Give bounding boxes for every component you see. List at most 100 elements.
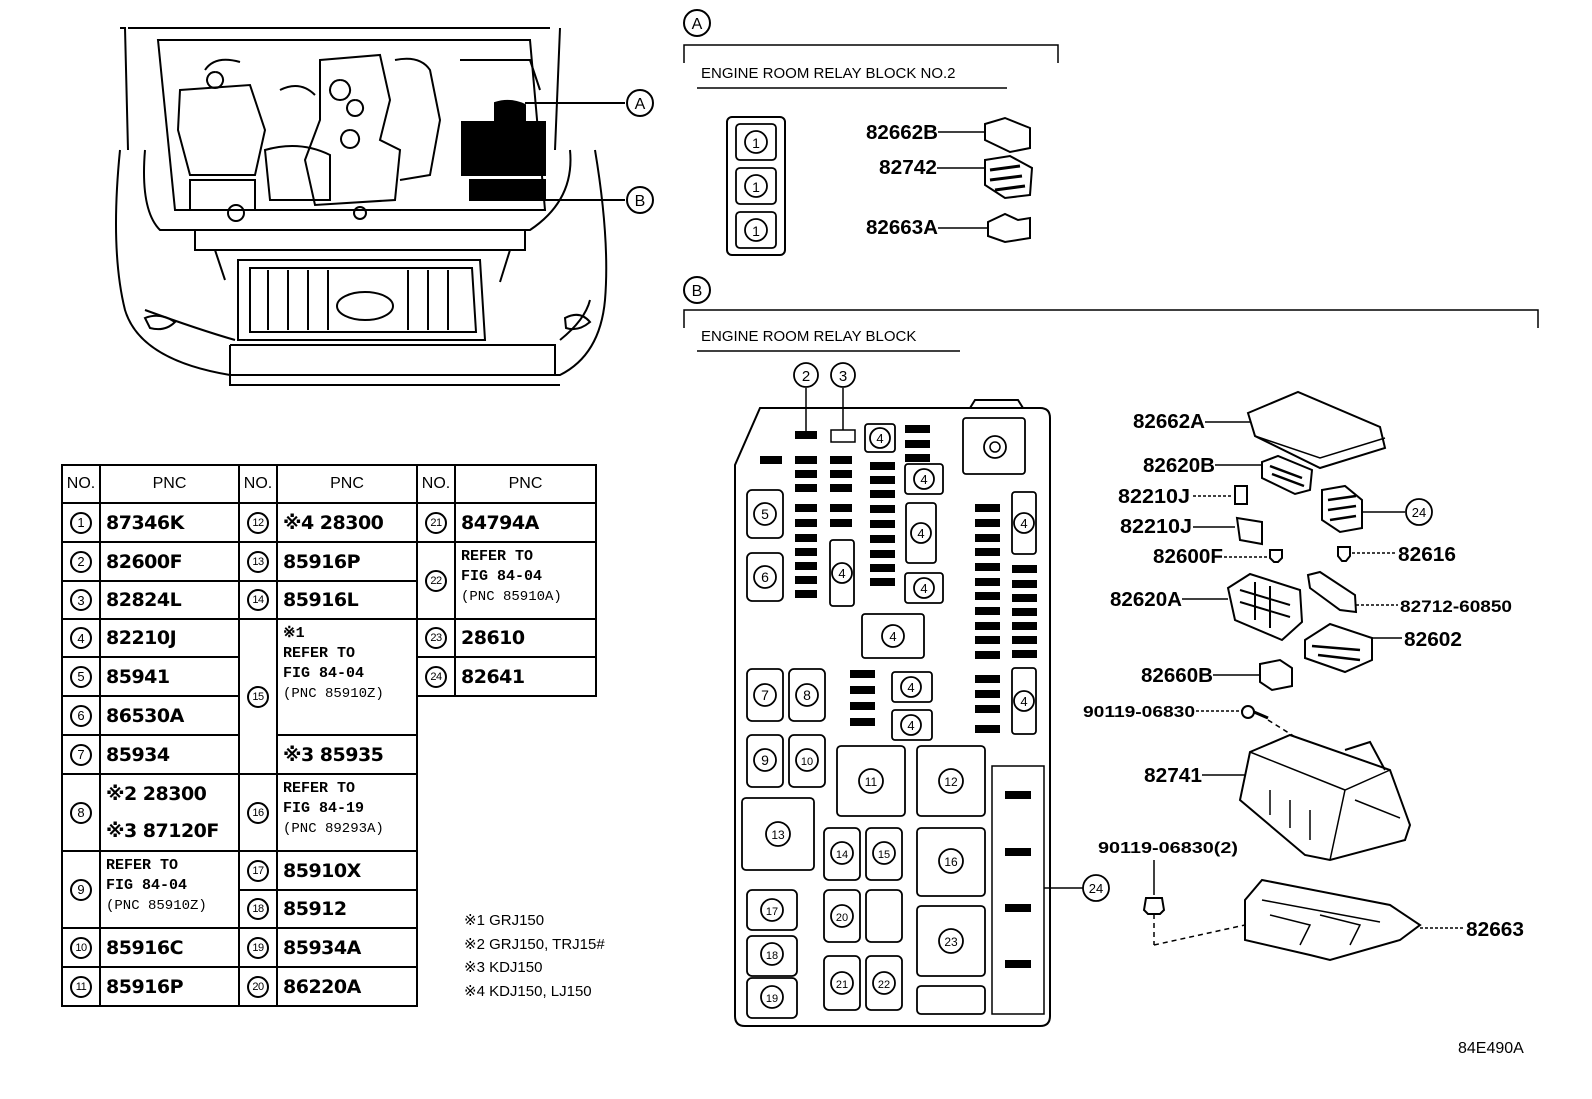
table-row: 17 [238, 850, 278, 891]
section-b-title: ENGINE ROOM RELAY BLOCK [701, 328, 916, 345]
svg-text:1: 1 [752, 223, 760, 239]
screw-icon [1241, 705, 1255, 719]
table-row: 5 [61, 656, 101, 697]
svg-text:4: 4 [907, 680, 914, 695]
part-82600F-label: 82600F [1153, 546, 1223, 568]
pnc-cell: ※3 85935 [276, 734, 418, 775]
svg-text:4: 4 [838, 566, 845, 581]
block-number-5: 5 [753, 502, 777, 526]
svg-text:1: 1 [752, 179, 760, 195]
exploded-parts: 82662A 82620B 24 82210J 82210J 82600F 82… [1083, 390, 1524, 962]
table-row: 8 [61, 773, 101, 852]
block-number-6: 6 [753, 565, 777, 589]
part-82620B-label: 82620B [1143, 455, 1215, 477]
bracket-82663-icon [1244, 878, 1422, 962]
table-row: 21 [416, 502, 456, 543]
table-row: 3 [61, 580, 101, 620]
svg-text:20: 20 [836, 912, 848, 924]
svg-text:4: 4 [920, 581, 927, 596]
bracket-82712-icon [1306, 570, 1358, 614]
note-3: ※3 KDJ150 [464, 959, 543, 976]
block-number-4: 4 [900, 676, 922, 698]
svg-text:13: 13 [771, 828, 785, 842]
svg-text:4: 4 [920, 472, 927, 487]
pnc-cell: 85934A [276, 927, 418, 968]
svg-text:5: 5 [761, 506, 769, 522]
col2-header-pnc: PNC [276, 464, 418, 504]
block-number-19: 19 [760, 985, 784, 1009]
pnc-cell: ※3 87120F [99, 812, 240, 852]
table-row: 1 [61, 502, 101, 543]
table-row: 24 [416, 656, 456, 697]
col3-header-no: NO. [416, 464, 456, 504]
part-82662B-label: 82662B [866, 122, 938, 144]
section-a-marker: A [692, 16, 703, 33]
pnc-cell: 86220A [276, 966, 418, 1007]
block-number-4: 4 [910, 522, 932, 544]
svg-text:3: 3 [839, 368, 847, 385]
table-row: 19 [238, 927, 278, 968]
block-numbers: 2 3 4 4 4 4 4 4 4 4 4 4 5 6 7 8 9 10 11 … [753, 362, 1110, 1009]
block-number-3: 3 [830, 362, 856, 388]
svg-text:8: 8 [803, 687, 811, 703]
note-2: ※2 GRJ150, TRJ15# [464, 935, 605, 953]
bolt-icon [1142, 897, 1166, 915]
callout-a-main: A [626, 89, 654, 117]
part-82602-label: 82602 [1404, 629, 1462, 651]
svg-text:2: 2 [802, 368, 810, 385]
svg-text:17: 17 [766, 906, 778, 918]
block-82620A-icon [1226, 572, 1304, 642]
part-82616-label: 82616 [1398, 544, 1456, 566]
section-a: A ENGINE ROOM RELAY BLOCK NO.2 1 1 1 826… [683, 9, 1059, 256]
table-row: 20 [238, 966, 278, 1007]
pnc-cell: ※2 28300 [99, 773, 240, 814]
part-82741-label: 82741 [1144, 765, 1202, 787]
block-number-4: 4 [869, 427, 891, 449]
block-number-2: 2 [793, 362, 819, 388]
table-row: 4 [61, 618, 101, 658]
block-number-20: 20 [830, 904, 854, 928]
block-number-7: 7 [753, 683, 777, 707]
fuse-82210J-icon [1234, 485, 1248, 505]
part-90119-06830-label: 90119-06830 [1083, 704, 1195, 721]
model-notes: ※1 GRJ150 ※2 GRJ150, TRJ15# ※3 KDJ150 ※4… [464, 909, 605, 1003]
engine-bay-illustration [115, 27, 625, 386]
callout-24: 24 [1412, 505, 1426, 520]
svg-text:10: 10 [801, 756, 813, 768]
table-row: 15 [238, 618, 278, 775]
section-b-marker: B [692, 283, 703, 300]
pnc-reference-cell: REFER TO FIG 84-19 (PNC 89293A) [276, 773, 418, 852]
svg-text:24: 24 [1089, 881, 1103, 896]
block-number-11: 11 [858, 768, 884, 794]
pnc-cell: 82600F [99, 541, 240, 582]
svg-text:4: 4 [1020, 694, 1027, 709]
block-number-17: 17 [760, 898, 784, 922]
col1-header-no: NO. [61, 464, 101, 504]
holder-82663A-icon [987, 212, 1031, 244]
figure-code: 84E490A [1458, 1040, 1524, 1057]
svg-text:7: 7 [761, 687, 769, 703]
col2-header-no: NO. [238, 464, 278, 504]
svg-text:6: 6 [761, 569, 769, 585]
table-row: 11 [61, 966, 101, 1007]
svg-text:1: 1 [752, 135, 760, 151]
table-row: 7 [61, 734, 101, 775]
block-number-12: 12 [938, 768, 964, 794]
table-row: 9 [61, 850, 101, 929]
relay-82660B-icon [1259, 658, 1293, 692]
callout-b-label: B [635, 193, 646, 210]
block-number-21: 21 [830, 971, 854, 995]
block-number-4: 4 [913, 468, 935, 490]
block-number-16: 16 [938, 848, 964, 874]
table-row: 14 [238, 580, 278, 620]
svg-text:9: 9 [761, 752, 769, 768]
block-82620B-icon [1261, 454, 1314, 496]
part-82210J-label: 82210J [1118, 486, 1190, 508]
svg-text:22: 22 [878, 979, 890, 991]
pnc-cell: 85912 [276, 889, 418, 929]
pnc-reference-cell: REFER TO FIG 84-04 (PNC 85910A) [454, 541, 597, 620]
svg-text:4: 4 [1020, 516, 1027, 531]
block-number-24: 24 [1082, 874, 1110, 902]
table-row: 16 [238, 773, 278, 852]
svg-text:4: 4 [876, 431, 883, 446]
